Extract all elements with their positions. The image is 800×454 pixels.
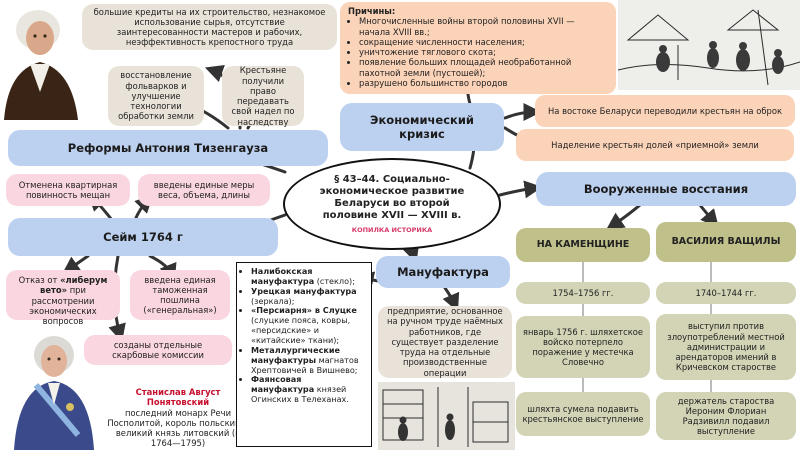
- poniatowski-portrait-image: [8, 325, 100, 450]
- manufactory-item: Урецкая мануфактура (зеркала);: [251, 286, 366, 307]
- poniatowski-name: Станислав Август Понятовский: [135, 387, 221, 408]
- kamenshchina-years: 1754–1756 гг.: [516, 282, 650, 304]
- vashchila-result: держатель староства Иероним Флориан Радз…: [656, 392, 796, 440]
- crisis-causes-box: Причины: Многочисленные войны второй пол…: [340, 2, 616, 94]
- sejm-treasury-note: созданы отдельные скарбовые комиссии: [84, 335, 232, 365]
- manufactory-item: Металлургические мануфактуры магнатов Хр…: [251, 345, 366, 376]
- tizengauz-portrait-image: [0, 0, 80, 120]
- brand-label: КОПИЛКА ИСТОРИКА: [351, 226, 433, 235]
- central-topic-title: § 43–44. Социально-экономическое развити…: [319, 173, 465, 222]
- tizengauz-folwarks-note: восстановление фольварков и улучшение те…: [108, 66, 204, 126]
- kamenshchina-event: январь 1756 г. шляхетское войско потерпе…: [516, 316, 650, 378]
- crisis-east-note: На востоке Беларуси переводили крестьян …: [535, 95, 795, 127]
- crisis-allotment-note: Наделение крестьян долей «приемной» земл…: [516, 129, 794, 161]
- sejm-measures-note: введены единые меры веса, объема, длины: [138, 174, 270, 206]
- crisis-cause-item: появление больших площадей необработанно…: [359, 57, 608, 78]
- poniatowski-description: последний монарх Речи Посполитой, король…: [107, 407, 249, 449]
- manufactories-list-box: Налибокская мануфактура (стекло); Урецка…: [236, 262, 372, 447]
- crisis-cause-item: уничтожение тяглового скота;: [359, 47, 608, 57]
- vashchila-title: ВАСИЛИЯ ВАЩИЛЫ: [656, 222, 796, 262]
- crisis-cause-item: разрушено большинство городов: [359, 78, 608, 88]
- sejm-veto-prefix: Отказ от: [18, 275, 58, 285]
- kamenshchina-title: НА КАМЕНЩИНЕ: [516, 228, 650, 262]
- sejm-customs-note: введена единая таможенная пошлина («гене…: [130, 270, 230, 320]
- kamenshchina-result: шляхта сумела подавить крестьянское выст…: [516, 392, 650, 436]
- tizengauz-peasants-note: Крестьяне получили право передавать свой…: [222, 65, 304, 127]
- economic-crisis-heading: Экономический кризис: [340, 103, 504, 151]
- sejm-1764-heading: Сейм 1764 г: [8, 218, 278, 256]
- crisis-cause-item: Многочисленные войны второй половины XVI…: [359, 16, 608, 37]
- manufactory-item: «Персиарня» в Слуцке (слуцкие пояса, ков…: [251, 305, 366, 345]
- vashchila-years: 1740–1744 гг.: [656, 282, 796, 304]
- sejm-housing-note: Отменена квартирная повинность мещан: [6, 174, 130, 206]
- liberum-veto-label: «либерум вето»: [40, 275, 108, 296]
- sejm-veto-suffix: при рассмотрении экономических вопросов: [29, 285, 97, 326]
- sejm-veto-note: Отказ от «либерум вето» при рассмотрении…: [6, 270, 120, 326]
- manufactories-list: Налибокская мануфактура (стекло); Урецка…: [241, 266, 366, 405]
- manufactory-engraving-image: [378, 382, 515, 450]
- manufactory-definition: предприятие, основанное на ручном труде …: [378, 306, 512, 378]
- manufactory-item: Налибокская мануфактура (стекло);: [251, 266, 366, 287]
- crisis-cause-item: сокращение численности населения;: [359, 37, 608, 47]
- central-topic: § 43–44. Социально-экономическое развити…: [283, 158, 501, 250]
- armed-uprisings-heading: Вооруженные восстания: [536, 172, 796, 206]
- vashchila-event: выступил против злоупотреблений местной …: [656, 314, 796, 380]
- manufactory-item: Фаянсовая мануфактура князей Огинских в …: [251, 375, 366, 405]
- poniatowski-caption: Станислав Август Понятовский последний м…: [104, 387, 252, 449]
- peasants-engraving-image: [617, 0, 800, 90]
- manufactory-heading: Мануфактура: [376, 256, 510, 288]
- tizengauz-top-note: большие кредиты на их строительство, нез…: [82, 4, 337, 50]
- crisis-causes-list: Многочисленные войны второй половины XVI…: [348, 16, 608, 88]
- tizengauz-reforms-heading: Реформы Антония Тизенгауза: [8, 130, 328, 166]
- crisis-causes-title: Причины:: [348, 6, 396, 16]
